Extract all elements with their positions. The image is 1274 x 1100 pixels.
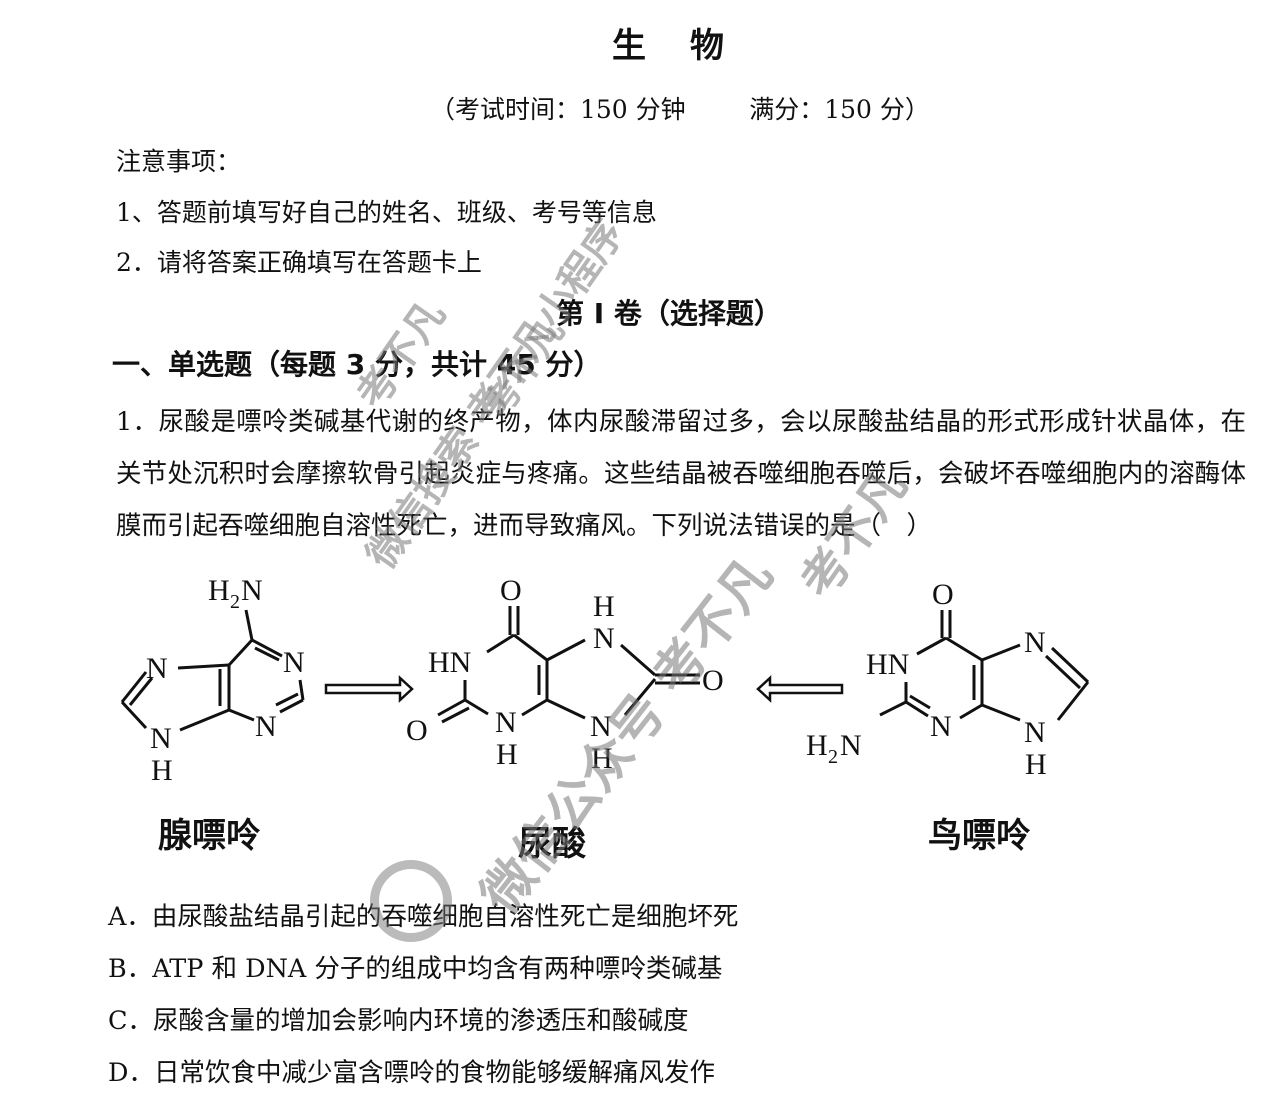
svg-text:H: H xyxy=(1025,748,1047,781)
svg-text:N: N xyxy=(495,706,517,739)
option-text: 日常饮食中减少富含嘌呤的食物能够缓解痛风发作 xyxy=(153,1058,715,1088)
adenine-label: 腺嘌呤 xyxy=(158,816,260,856)
svg-text:N: N xyxy=(590,710,612,743)
notes-heading: 注意事项： xyxy=(116,147,242,176)
arrow-left-icon xyxy=(756,675,844,703)
uric-acid-structure: O HN O N H H N xyxy=(406,574,724,775)
wechat-watermark-icon xyxy=(370,860,452,942)
svg-text:H: H xyxy=(151,754,173,787)
full-score: 满分：150 分） xyxy=(749,95,930,124)
option-letter: B． xyxy=(108,954,153,984)
svg-text:N: N xyxy=(930,710,952,743)
part-title: 一、单选题（每题 3 分，共计 45 分） xyxy=(112,348,602,381)
svg-text:O: O xyxy=(702,664,724,697)
svg-text:N: N xyxy=(1024,716,1046,749)
svg-text:2: 2 xyxy=(828,746,838,768)
exam-time: （考试时间：150 分钟 xyxy=(430,95,686,124)
page-title: 生物 xyxy=(612,26,768,66)
svg-text:N: N xyxy=(1024,626,1046,659)
note-item: 1、答题前填写好自己的姓名、班级、考号等信息 xyxy=(116,198,657,227)
svg-text:N: N xyxy=(255,710,277,743)
option-b[interactable]: B．ATP 和 DNA 分子的组成中均含有两种嘌呤类碱基 xyxy=(108,948,722,985)
svg-text:HN: HN xyxy=(866,648,909,681)
svg-text:N: N xyxy=(593,622,615,655)
option-text: 尿酸含量的增加会影响内环境的渗透压和酸碱度 xyxy=(153,1006,689,1036)
option-letter: A． xyxy=(108,902,152,932)
guanine-label: 鸟嘌呤 xyxy=(928,816,1030,856)
exam-info: （考试时间：150 分钟 满分：150 分） xyxy=(430,90,930,126)
svg-text:N: N xyxy=(241,574,263,607)
svg-text:H: H xyxy=(593,590,615,623)
svg-text:2: 2 xyxy=(230,591,240,613)
svg-text:HN: HN xyxy=(428,646,471,679)
svg-text:H: H xyxy=(208,574,230,607)
svg-text:O: O xyxy=(406,714,428,747)
svg-text:O: O xyxy=(932,578,954,611)
svg-text:H: H xyxy=(496,738,518,771)
option-d[interactable]: D．日常饮食中减少富含嘌呤的食物能够缓解痛风发作 xyxy=(108,1052,715,1089)
svg-text:H: H xyxy=(806,729,828,762)
arrow-right-icon xyxy=(324,675,414,703)
question-text: 1．尿酸是嘌呤类碱基代谢的终产物，体内尿酸滞留过多，会以尿酸盐结晶的形式形成针状… xyxy=(116,407,1246,541)
svg-text:H: H xyxy=(591,742,613,775)
svg-text:N: N xyxy=(840,729,862,762)
note-item: 2．请将答案正确填写在答题卡上 xyxy=(116,248,482,277)
svg-text:N: N xyxy=(146,652,168,685)
uric-acid-label: 尿酸 xyxy=(518,824,586,864)
option-text: ATP 和 DNA 分子的组成中均含有两种嘌呤类碱基 xyxy=(152,954,723,984)
section-title: 第 I 卷（选择题） xyxy=(556,297,782,330)
option-letter: D． xyxy=(108,1058,154,1088)
svg-text:N: N xyxy=(283,646,305,679)
svg-text:N: N xyxy=(150,722,172,755)
svg-text:O: O xyxy=(500,574,522,607)
option-letter: C． xyxy=(108,1006,154,1036)
option-c[interactable]: C．尿酸含量的增加会影响内环境的渗透压和酸碱度 xyxy=(108,1000,689,1037)
